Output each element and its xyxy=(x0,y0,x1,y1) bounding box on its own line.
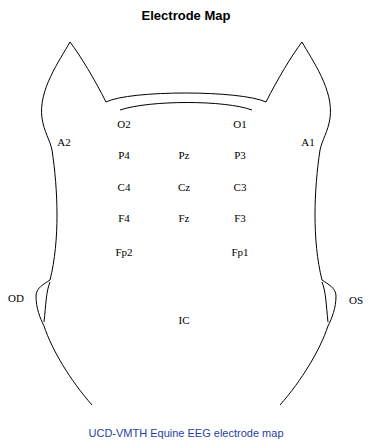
left-eye xyxy=(44,282,50,322)
right-ear xyxy=(266,42,330,150)
electrode-label: P3 xyxy=(234,150,246,161)
electrode-label: A2 xyxy=(57,137,70,148)
left-face-side xyxy=(36,150,92,405)
electrode-label: Fp2 xyxy=(115,247,132,258)
electrode-label: O2 xyxy=(117,119,130,130)
electrode-label: F3 xyxy=(234,213,246,224)
poll-arc xyxy=(106,93,266,102)
right-eye xyxy=(322,282,328,322)
right-face-side xyxy=(280,150,336,405)
electrode-label: F4 xyxy=(118,213,130,224)
electrode-label: IC xyxy=(179,315,190,326)
electrode-label: O1 xyxy=(233,119,246,130)
electrode-label: C4 xyxy=(118,182,131,193)
electrode-label: Pz xyxy=(179,150,190,161)
electrode-label: OS xyxy=(349,295,363,306)
electrode-label: P4 xyxy=(118,150,130,161)
electrode-label: Fz xyxy=(179,213,190,224)
electrode-label: Fp1 xyxy=(231,247,248,258)
left-ear xyxy=(42,42,106,150)
forelock-arc xyxy=(120,103,252,111)
electrode-label: Cz xyxy=(178,182,190,193)
electrode-label: OD xyxy=(8,293,24,304)
electrode-label: C3 xyxy=(234,182,247,193)
electrode-label: A1 xyxy=(301,137,314,148)
map-caption: UCD-VMTH Equine EEG electrode map xyxy=(88,428,283,439)
map-title: Electrode Map xyxy=(142,9,231,22)
